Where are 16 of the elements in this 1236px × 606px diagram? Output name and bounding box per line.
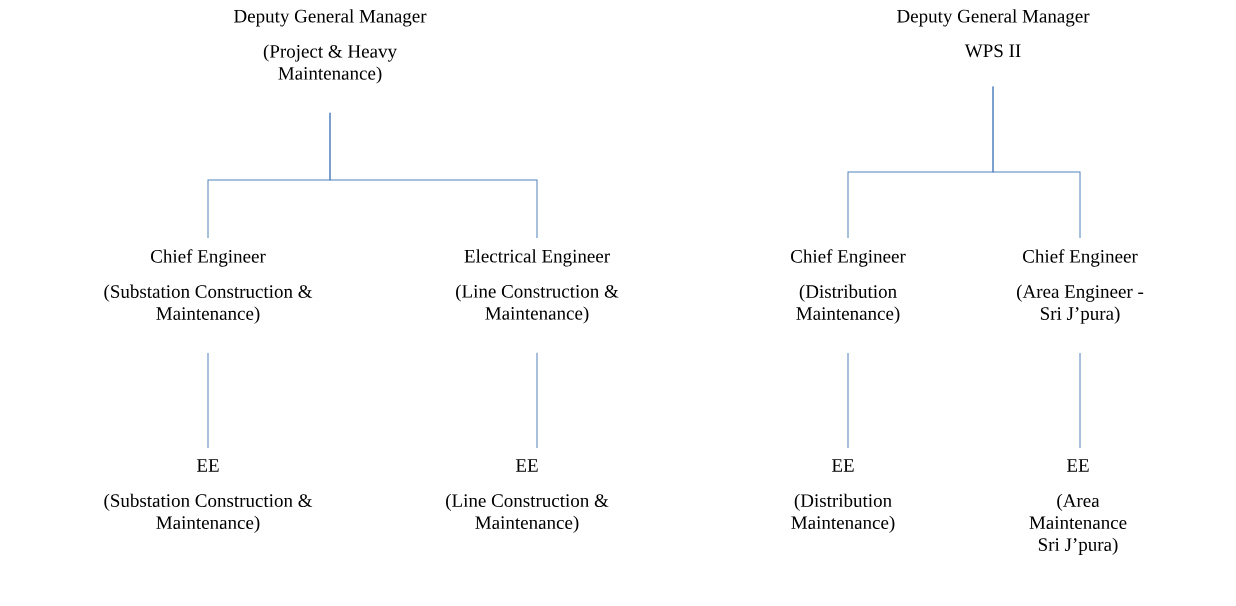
title-text: Deputy General Manager WPS II <box>897 9 1090 58</box>
connector-line <box>992 85 1081 239</box>
connector-line <box>1079 352 1081 449</box>
connector-line <box>207 352 209 449</box>
title-text: EE (Distribution Maintenance) <box>791 459 895 533</box>
connector-line <box>536 352 538 449</box>
title-text: EE (Area Maintenance Sri J’pura) <box>1029 459 1127 555</box>
title-text: EE (Substation Construction & Maintenance) <box>104 459 313 533</box>
title-text: Chief Engineer (Substation Construction & Maintenance) <box>104 249 313 324</box>
connector-line <box>847 352 849 449</box>
title-text: Chief Engineer (Distribution Maintenance) <box>791 249 906 324</box>
title-text: Chief Engineer (Area Engineer - Sri J’pura) <box>1017 249 1144 324</box>
title-text: Deputy General Manager (Project & Heavy Maintenance) <box>234 9 427 84</box>
connector-line <box>329 112 538 239</box>
title-text: EE (Line Construction & Maintenance) <box>446 459 609 533</box>
title-text: Electrical Engineer (Line Construction & Maintenance) <box>456 249 619 324</box>
